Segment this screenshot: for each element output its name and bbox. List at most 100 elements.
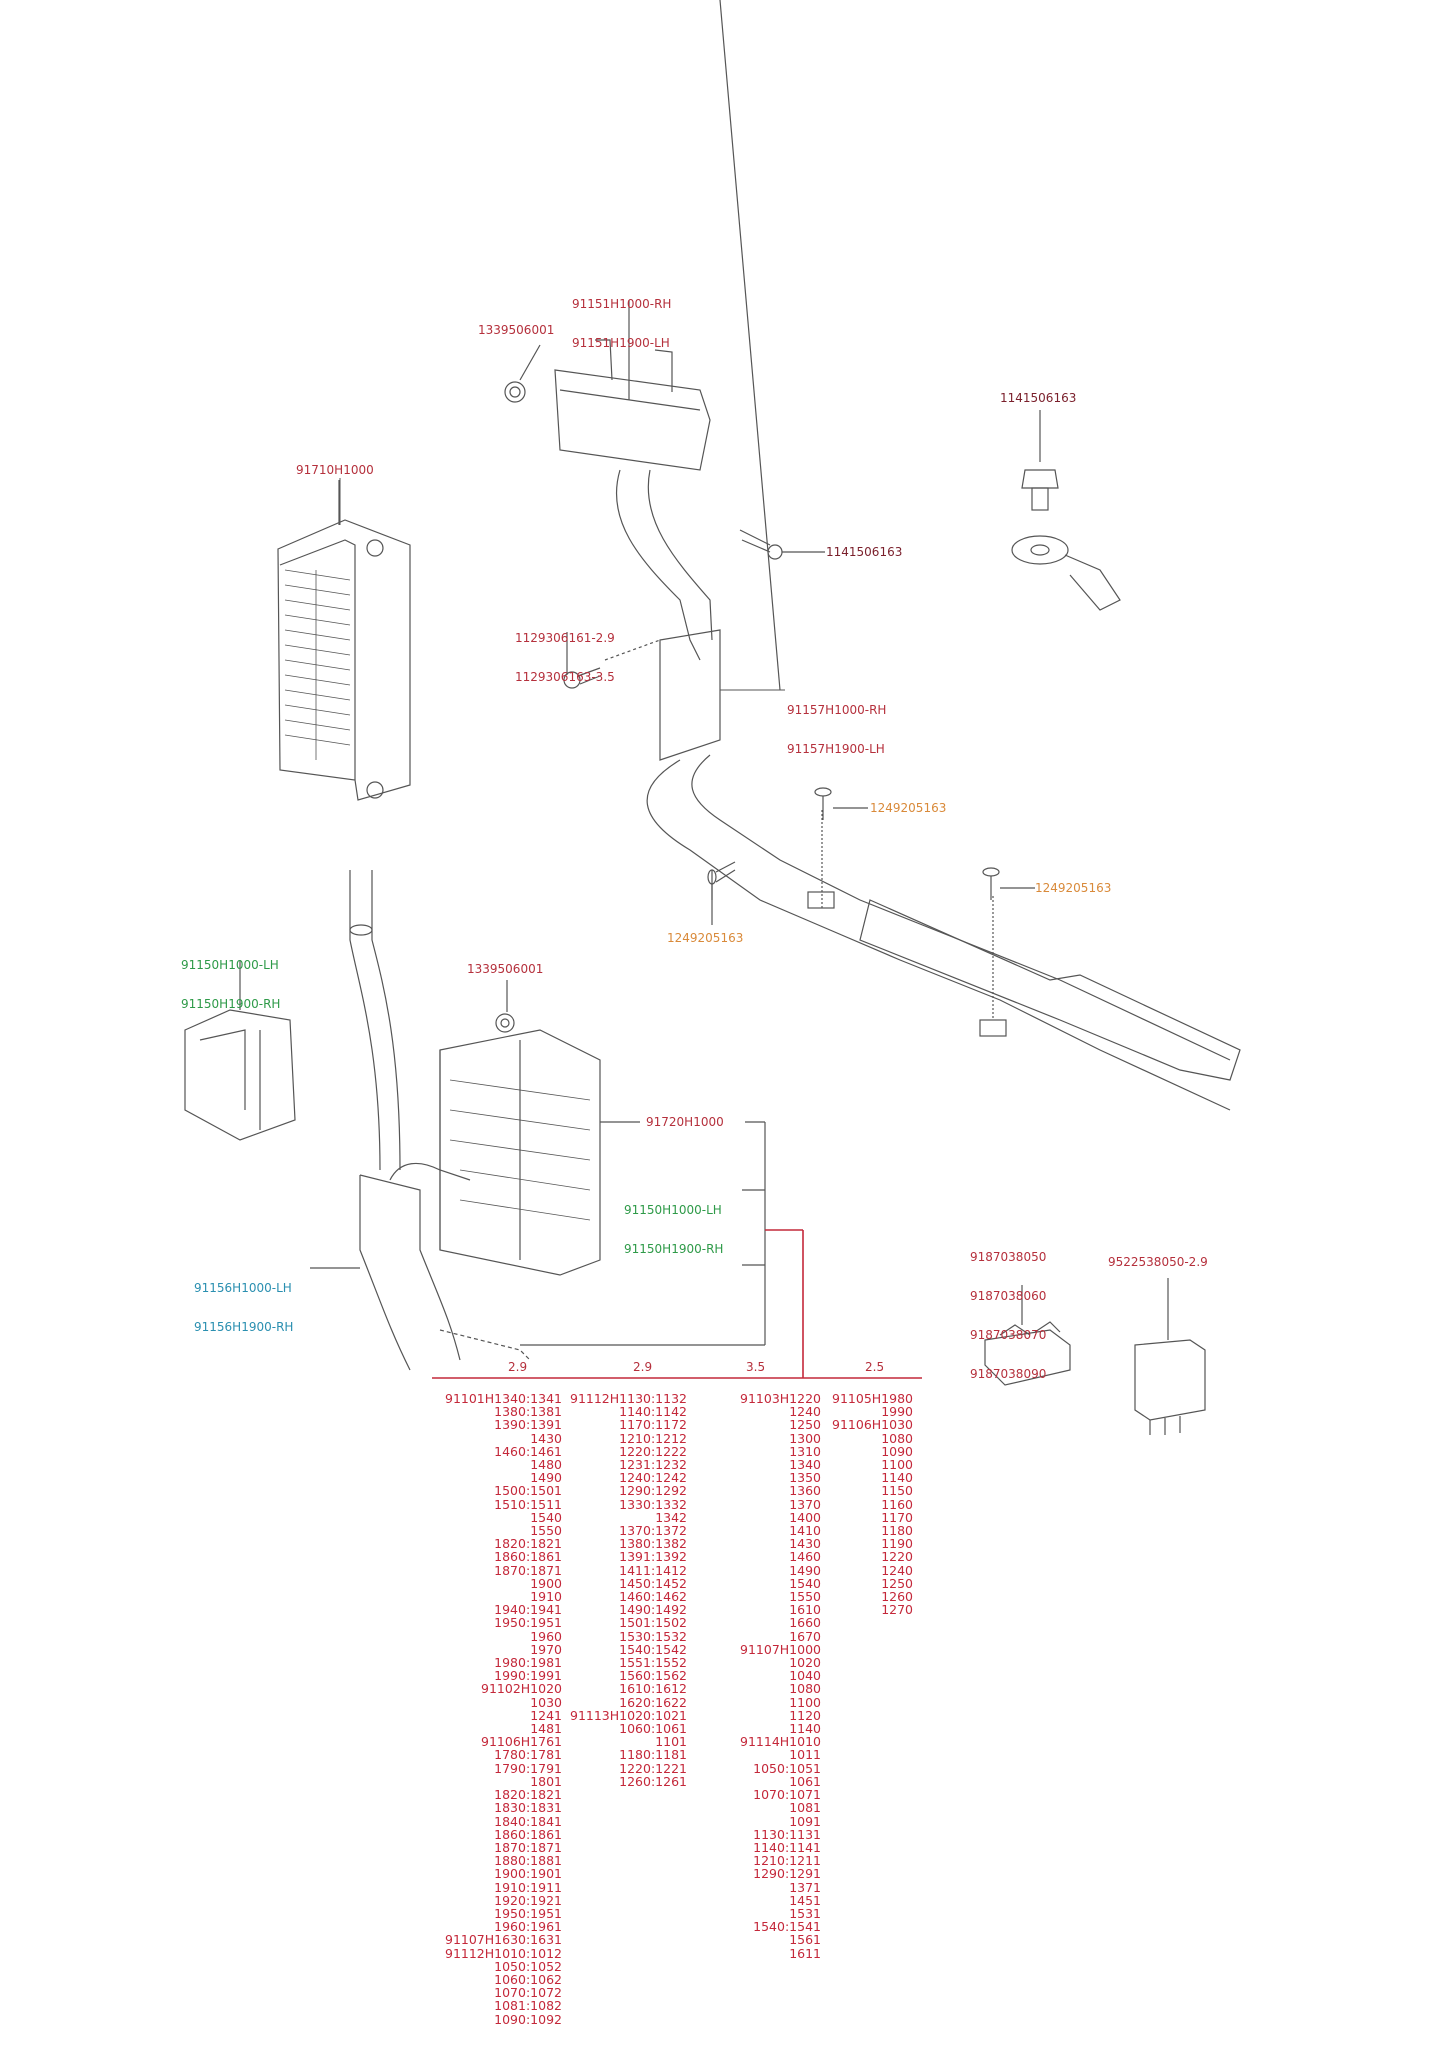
part-number: 91150H1900-RH (181, 997, 281, 1011)
table-cell: 1390:1391 (494, 1417, 562, 1433)
table-cell: 1801 (530, 1773, 562, 1789)
fuse-block-left-drawing (277, 480, 411, 801)
table-cell: 91112H1130:1132 (570, 1391, 687, 1406)
table-cell: 1990 (881, 1404, 913, 1420)
table-cell: 1220:1222 (619, 1443, 687, 1459)
table-cell: 1450:1452 (619, 1575, 687, 1591)
table-cell: 1100 (881, 1457, 913, 1473)
table-cell: 1370 (789, 1496, 821, 1512)
table-cell: 1670 (789, 1628, 821, 1644)
table-cell: 1980:1981 (494, 1655, 562, 1671)
table-cell: 1920:1921 (494, 1892, 562, 1908)
nut-top-label: 1339506001 (478, 323, 555, 337)
table-cell: 1380:1382 (619, 1536, 687, 1552)
table-cell: 1430 (789, 1536, 821, 1552)
table-cell: 1260 (881, 1589, 913, 1605)
table-cell: 1531 (789, 1905, 821, 1921)
table-cell: 1060:1061 (619, 1721, 687, 1737)
table-cell: 1610 (789, 1602, 821, 1618)
table-cell: 1950:1951 (494, 1615, 562, 1631)
part-number: 91157H1900-LH (787, 742, 885, 756)
mid-bolt-drawing (739, 529, 825, 560)
table-cell: 1970 (530, 1641, 562, 1657)
table-cell: 1540:1542 (619, 1641, 687, 1657)
bracket-mid-label: 91157H1000-RH 91157H1900-LH (787, 678, 886, 769)
table-cell: 1500:1501 (494, 1483, 562, 1499)
table-cell: 1241 (530, 1707, 562, 1723)
cable-drawing (349, 870, 401, 1171)
part-number: 91151H1900-LH (572, 336, 670, 350)
table-cell: 91105H1980 (832, 1391, 913, 1406)
table-cell: 91106H1761 (481, 1734, 562, 1750)
table-cell: 1371 (789, 1879, 821, 1895)
table-cell: 1180 (881, 1523, 913, 1539)
table-cell: 1240 (881, 1562, 913, 1578)
table-cell: 1830:1831 (494, 1800, 562, 1816)
table-cell: 1231:1232 (619, 1457, 687, 1473)
part-number: 9187038060 (970, 1289, 1047, 1303)
table-cell: 1290:1291 (753, 1866, 821, 1882)
table-cell: 1300 (789, 1430, 821, 1446)
table-cell: 1170:1172 (619, 1417, 687, 1433)
table-cell: 91102H1020 (481, 1681, 562, 1697)
bracket-bolt-label: 1129306161-2.9 1129306163-3.5 (515, 606, 615, 697)
table-cell: 1960 (530, 1628, 562, 1644)
table-cell: 1490 (789, 1562, 821, 1578)
part-number: 1129306163-3.5 (515, 670, 615, 684)
table-cell: 1080 (881, 1430, 913, 1446)
table-cell: 1050:1052 (494, 1958, 562, 1974)
cover-left-label: 91150H1000-LH 91150H1900-RH (181, 933, 280, 1024)
clip-label-2: 1249205163 (1035, 881, 1112, 895)
table-cell: 1081:1082 (494, 1998, 562, 2014)
table-cell: 1140 (881, 1470, 913, 1486)
ground-bolt-label: 1141506163 (1000, 391, 1077, 405)
table-cell: 1090 (881, 1443, 913, 1459)
table-cell: 1430 (530, 1430, 562, 1446)
table-cell: 1860:1861 (494, 1549, 562, 1565)
table-cell: 1100 (789, 1694, 821, 1710)
group-bracket-lines (520, 1121, 766, 1346)
part-number: 91151H1000-RH (572, 297, 672, 311)
table-cell: 1900 (530, 1575, 562, 1591)
table-rules (432, 1229, 922, 1379)
table-cell: 1070:1072 (494, 1985, 562, 2001)
table-cell: 1170 (881, 1509, 913, 1525)
table-cell: 1561 (789, 1932, 821, 1948)
table-cell: 1090:1092 (494, 2011, 562, 2027)
table-cell: 1160 (881, 1496, 913, 1512)
table-cell: 1080 (789, 1681, 821, 1697)
table-cell: 1342 (655, 1509, 687, 1525)
table-cell: 1540:1541 (753, 1919, 821, 1935)
protector-drawing (310, 1162, 531, 1371)
table-cell: 1551:1552 (619, 1655, 687, 1671)
table-cell: 1011 (789, 1747, 821, 1763)
table-cell: 1540 (789, 1575, 821, 1591)
part-number: 9187038070 (970, 1328, 1047, 1342)
table-cell: 1660 (789, 1615, 821, 1631)
table-cell: 1870:1871 (494, 1839, 562, 1855)
table-cell: 1860:1861 (494, 1826, 562, 1842)
leader-lines (339, 300, 1041, 691)
part-number: 91150H1000-LH (181, 958, 279, 972)
harness-bracket-drawing (646, 0, 1241, 1111)
table-cell: 1190 (881, 1536, 913, 1552)
table-cell: 1540 (530, 1509, 562, 1525)
cover-left-drawing (184, 960, 296, 1141)
table-cell: 1350 (789, 1470, 821, 1486)
table-cell: 91107H1630:1631 (445, 1932, 562, 1948)
table-cell: 1950:1951 (494, 1905, 562, 1921)
table-cell: 1020 (789, 1655, 821, 1671)
part-number: 91156H1900-RH (194, 1320, 294, 1334)
table-cell: 1490:1492 (619, 1602, 687, 1618)
table-cell: 1560:1562 (619, 1668, 687, 1684)
table-cell: 1550 (789, 1589, 821, 1605)
table-cell: 1370:1372 (619, 1523, 687, 1539)
table-cell: 91107H1000 (740, 1641, 821, 1657)
table-cell: 1460 (789, 1549, 821, 1565)
table-cell: 1910:1911 (494, 1879, 562, 1895)
table-cell: 1460:1461 (494, 1443, 562, 1459)
table-cell: 91101H1340:1341 (445, 1391, 562, 1406)
table-cell: 1620:1622 (619, 1694, 687, 1710)
